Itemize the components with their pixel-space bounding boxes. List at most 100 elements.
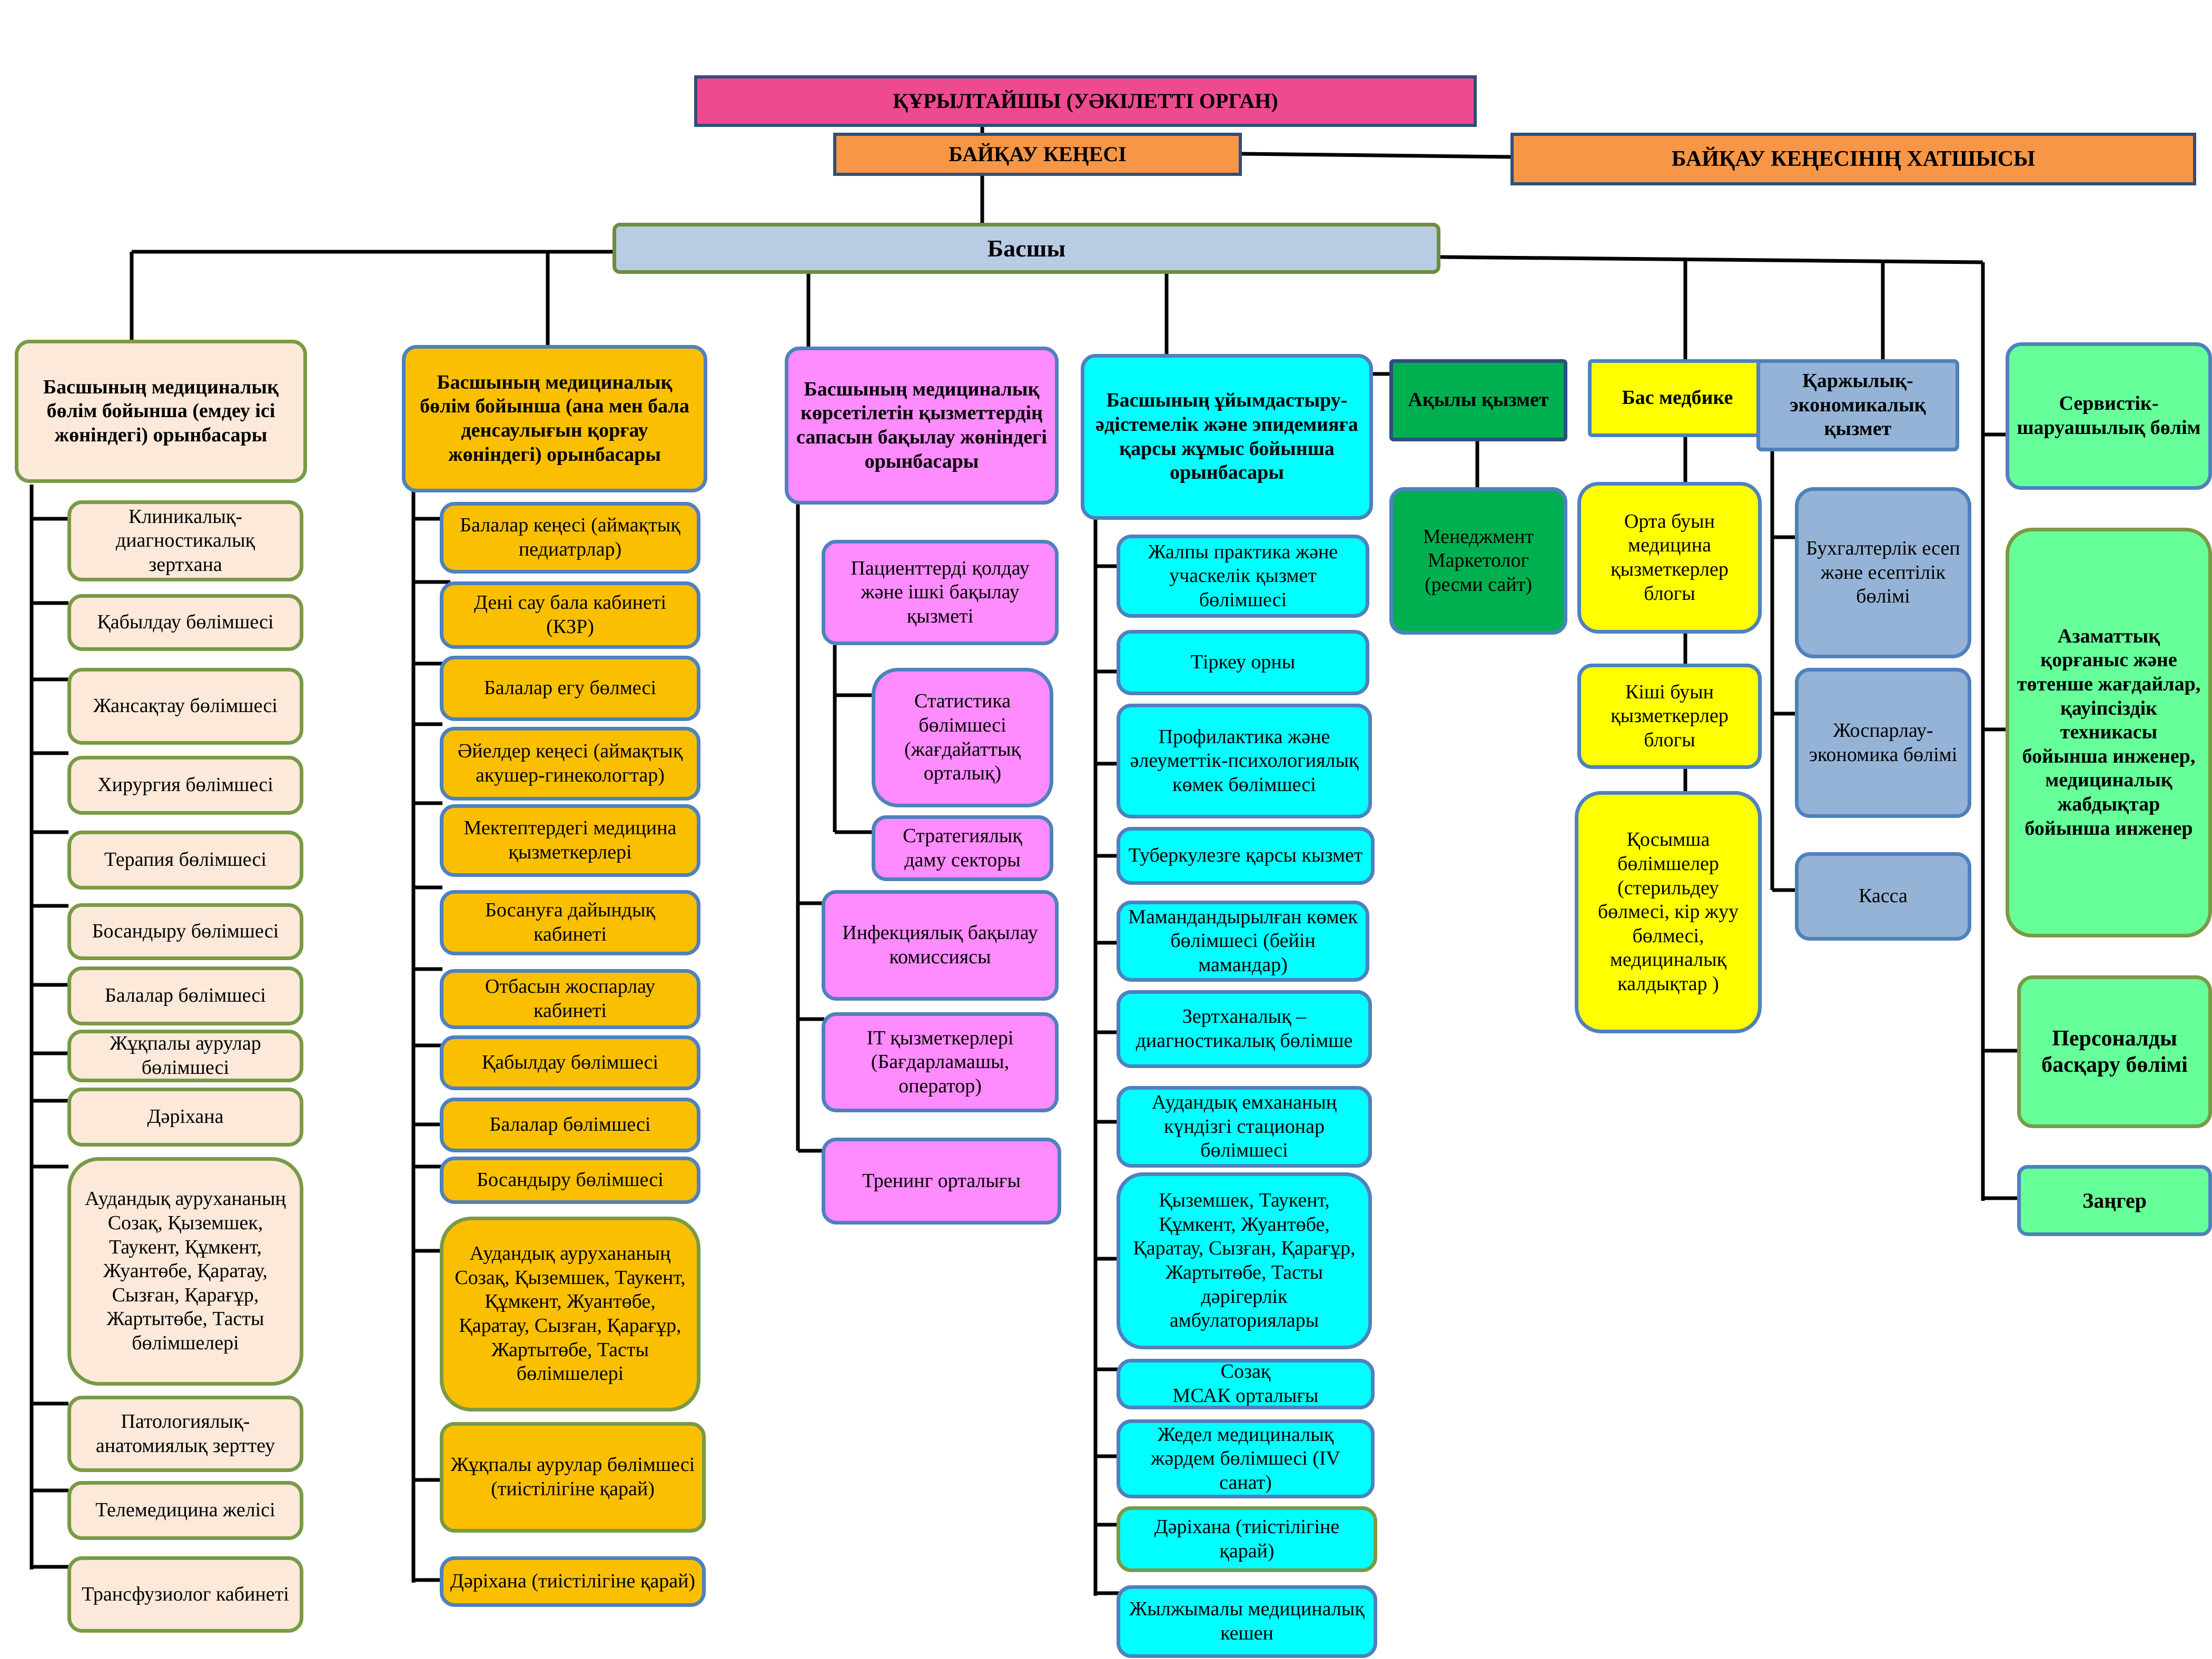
chief-nurse-header: Бас медбике	[1588, 359, 1767, 437]
col6-item-auxiliary: Қосымша бөлімшелер (стерильдеу бөлмесі, …	[1575, 791, 1762, 1033]
col1-item-telemedicine: Телемедицина желісі	[67, 1481, 303, 1540]
col7-item-planning: Жоспарлау-экономика бөлімі	[1795, 668, 1971, 818]
col4-item-label: Тіркеу орны	[1190, 651, 1296, 674]
col8-item-civil-defense: Азаматтық қорғаныс және төтенше жағдайла…	[2006, 528, 2212, 937]
col4-item-emergency: Жедел медициналық жәрдем бөлімшесі (IV с…	[1117, 1419, 1375, 1498]
col4-item-label: Туберкулезге қарсы кызмет	[1128, 844, 1363, 867]
col4-item-general-practice: Жалпы практика және учаскелік қызмет бөл…	[1117, 535, 1369, 618]
deputy-epidemic-label: Басшының ұйымдастыру-әдістемелік және эп…	[1095, 389, 1358, 484]
col7-item-cashier: Касса	[1795, 852, 1971, 941]
col4-item-registry: Тіркеу орны	[1117, 630, 1369, 695]
board-secretary-label: БАЙҚАУ КЕҢЕСІНІҢ ХАТШЫСЫ	[1671, 146, 2036, 171]
col7-item-label: Бухгалтерлік есеп және есептілік бөлімі	[1806, 537, 1960, 608]
col8-item-lawyer: Заңгер	[2017, 1165, 2212, 1236]
col2-item-infectious: Жұқпалы аурулар бөлімшесі (тиістілігіне …	[440, 1422, 706, 1533]
col2-item-healthy-child: Дені сау бала кабинеті (КЗР)	[440, 581, 700, 649]
founder-label: ҚҰРЫЛТАЙШЫ (УӘКІЛЕТТІ ОРГАН)	[893, 89, 1278, 113]
deputy-epidemic-header: Басшының ұйымдастыру-әдістемелік және эп…	[1081, 354, 1373, 520]
col2-item-maternity: Босандыру бөлімшесі	[440, 1157, 700, 1204]
col1-item-pharmacy: Дәріхана	[67, 1088, 303, 1147]
col2-item-label: Балалар егу бөлмесі	[483, 677, 657, 699]
col2-item-label: Аудандық аурухананың Созақ, Қыземшек, Та…	[455, 1242, 686, 1385]
col4-item-label: Жедел медициналық жәрдем бөлімшесі (IV с…	[1150, 1423, 1341, 1494]
col1-item-district-branches: Аудандық аурухананың Созақ, Қыземшек, Та…	[67, 1157, 303, 1386]
col2-item-label: Босануға дайындық кабинеті	[485, 899, 655, 945]
founder-box: ҚҰРЫЛТАЙШЫ (УӘКІЛЕТТІ ОРГАН)	[694, 75, 1477, 127]
col3-item-label: Стратегиялық даму секторы	[903, 824, 1022, 871]
col1-item-clinical-lab: Клиникалық-диагностикалық зертхана	[67, 500, 303, 581]
col5-item-management: Менеджмент Маркетолог (ресми сайт)	[1389, 487, 1567, 635]
col8-item-service-dept: Сервистік-шаруашылық бөлім	[2006, 342, 2212, 490]
finance-header: Қаржылық-экономикалық қызмет	[1756, 359, 1959, 451]
col3-item-patient-support: Пациенттерді қолдау және ішкі бақылау қы…	[822, 540, 1059, 645]
col1-item-label: Терапия бөлімшесі	[104, 848, 267, 871]
col4-item-label: Аудандық емхананың күндізгі стационар бө…	[1151, 1091, 1337, 1162]
col7-item-label: Касса	[1859, 885, 1908, 907]
col3-item-infection-control: Инфекциялық бақылау комиссиясы	[822, 890, 1059, 1001]
deputy-quality-label: Басшының медициналық көрсетілетін қызмет…	[796, 378, 1047, 472]
col1-item-label: Аудандық аурухананың Созақ, Қыземшек, Та…	[85, 1188, 286, 1354]
col1-item-infectious: Жұқпалы аурулар бөлімшесі	[67, 1030, 303, 1082]
col4-item-label: Қыземшек, Таукент, Құмкент, Жуантөбе, Қа…	[1133, 1189, 1356, 1332]
col1-item-therapy: Терапия бөлімшесі	[67, 831, 303, 890]
col6-item-label: Қосымша бөлімшелер (стерильдеу бөлмесі, …	[1597, 828, 1739, 995]
col3-item-label: Инфекциялық бақылау комиссиясы	[842, 922, 1038, 968]
col8-item-label: Сервистік-шаруашылық бөлім	[2017, 392, 2201, 439]
col2-item-birth-prep: Босануға дайындық кабинеті	[440, 890, 700, 955]
col3-item-strategy: Стратегиялық даму секторы	[872, 815, 1053, 881]
col2-item-label: Дені сау бала кабинеті (КЗР)	[473, 591, 667, 638]
col3-item-label: IT қызметкерлері (Бағдарламашы, оператор…	[866, 1026, 1014, 1097]
col1-item-label: Дәріхана	[147, 1105, 224, 1128]
col4-item-label: Созақ МСАК орталығы	[1172, 1360, 1319, 1407]
col2-item-label: Жұқпалы аурулар бөлімшесі (тиістілігіне …	[450, 1454, 695, 1500]
col2-item-label: Әйелдер кеңесі (аймақтық акушер-гинеколо…	[457, 740, 683, 786]
col2-item-label: Отбасын жоспарлау кабинеті	[485, 975, 656, 1022]
col6-item-junior: Кіші буын қызметкерлер блогы	[1577, 664, 1762, 769]
finance-label: Қаржылық-экономикалық қызмет	[1790, 370, 1926, 440]
col4-item-mobile-complex: Жылжымалы медициналық кешен	[1117, 1585, 1377, 1658]
deputy-maternal-label: Басшының медициналық бөлім бойынша (ана …	[420, 371, 689, 466]
col1-item-label: Қабылдау бөлімшесі	[97, 611, 274, 634]
col3-item-it-staff: IT қызметкерлері (Бағдарламашы, оператор…	[822, 1012, 1059, 1112]
paid-service-label: Ақылы қызмет	[1408, 389, 1549, 411]
col1-item-label: Жансақтау бөлімшесі	[93, 695, 278, 717]
col1-item-label: Босандыру бөлімшесі	[92, 920, 279, 943]
col6-item-label: Орта буын медицина қызметкерлер блогы	[1611, 510, 1729, 605]
col1-item-pediatrics: Балалар бөлімшесі	[67, 966, 303, 1025]
head-label: Басшы	[987, 234, 1066, 262]
col3-item-statistics: Статистика бөлімшесі (жағдайаттық орталы…	[872, 668, 1053, 807]
col6-item-label: Кіші буын қызметкерлер блогы	[1611, 680, 1729, 751]
col4-item-lab-diagnostic: Зертханалық – диагностикалық бөлімше	[1117, 990, 1372, 1068]
col2-item-label: Босандыру бөлімшесі	[477, 1169, 664, 1191]
col1-item-label: Телемедицина желісі	[95, 1499, 275, 1522]
col3-item-training: Тренинг орталығы	[822, 1138, 1061, 1224]
deputy-treatment-header: Басшының медициналық бөлім бойынша (емде…	[15, 340, 307, 483]
col5-item-label: Менеджмент Маркетолог (ресми сайт)	[1423, 525, 1534, 596]
col4-item-label: Зертханалық – диагностикалық бөлімше	[1135, 1005, 1353, 1052]
col4-item-label: Жылжымалы медициналық кешен	[1129, 1598, 1365, 1644]
col4-item-ambulatories: Қыземшек, Таукент, Құмкент, Жуантөбе, Қа…	[1117, 1172, 1372, 1349]
col1-item-label: Трансфузиолог кабинеті	[82, 1583, 289, 1605]
col3-item-label: Пациенттерді қолдау және ішкі бақылау қы…	[851, 557, 1030, 627]
col2-item-vaccination: Балалар егу бөлмесі	[440, 656, 700, 721]
col4-item-pharmacy: Дәріхана (тиістілігіне қарай)	[1117, 1506, 1377, 1572]
col1-item-label: Клиникалық-диагностикалық зертхана	[115, 505, 255, 576]
col2-item-admission: Қабылдау бөлімшесі	[440, 1035, 700, 1090]
col2-item-label: Қабылдау бөлімшесі	[481, 1051, 659, 1074]
deputy-treatment-label: Басшының медициналық бөлім бойынша (емде…	[43, 376, 279, 446]
col1-item-maternity: Босандыру бөлімшесі	[67, 903, 303, 960]
col4-item-label: Профилактика және әлеуметтік-психологиял…	[1130, 725, 1359, 796]
col2-item-label: Мектептердегі медицина қызметкерлері	[463, 817, 677, 863]
col8-item-label: Заңгер	[2082, 1188, 2147, 1212]
chief-nurse-label: Бас медбике	[1622, 387, 1733, 409]
supervisory-board-label: БАЙҚАУ КЕҢЕСІ	[949, 142, 1127, 166]
col1-item-label: Патологиялық-анатомиялық зерттеу	[95, 1410, 275, 1457]
col4-item-label: Мамандандырылған көмек бөлімшесі (бейін …	[1128, 905, 1358, 976]
col1-item-admission: Қабылдау бөлімшесі	[67, 594, 303, 651]
col4-item-specialized: Мамандандырылған көмек бөлімшесі (бейін …	[1117, 901, 1369, 982]
col8-item-hr: Персоналды басқару бөлімі	[2017, 975, 2212, 1128]
col2-item-pediatrics: Балалар бөлімшесі	[440, 1098, 700, 1152]
col6-item-mid-level: Орта буын медицина қызметкерлер блогы	[1577, 482, 1762, 634]
col8-item-label: Персоналды басқару бөлімі	[2041, 1026, 2188, 1077]
